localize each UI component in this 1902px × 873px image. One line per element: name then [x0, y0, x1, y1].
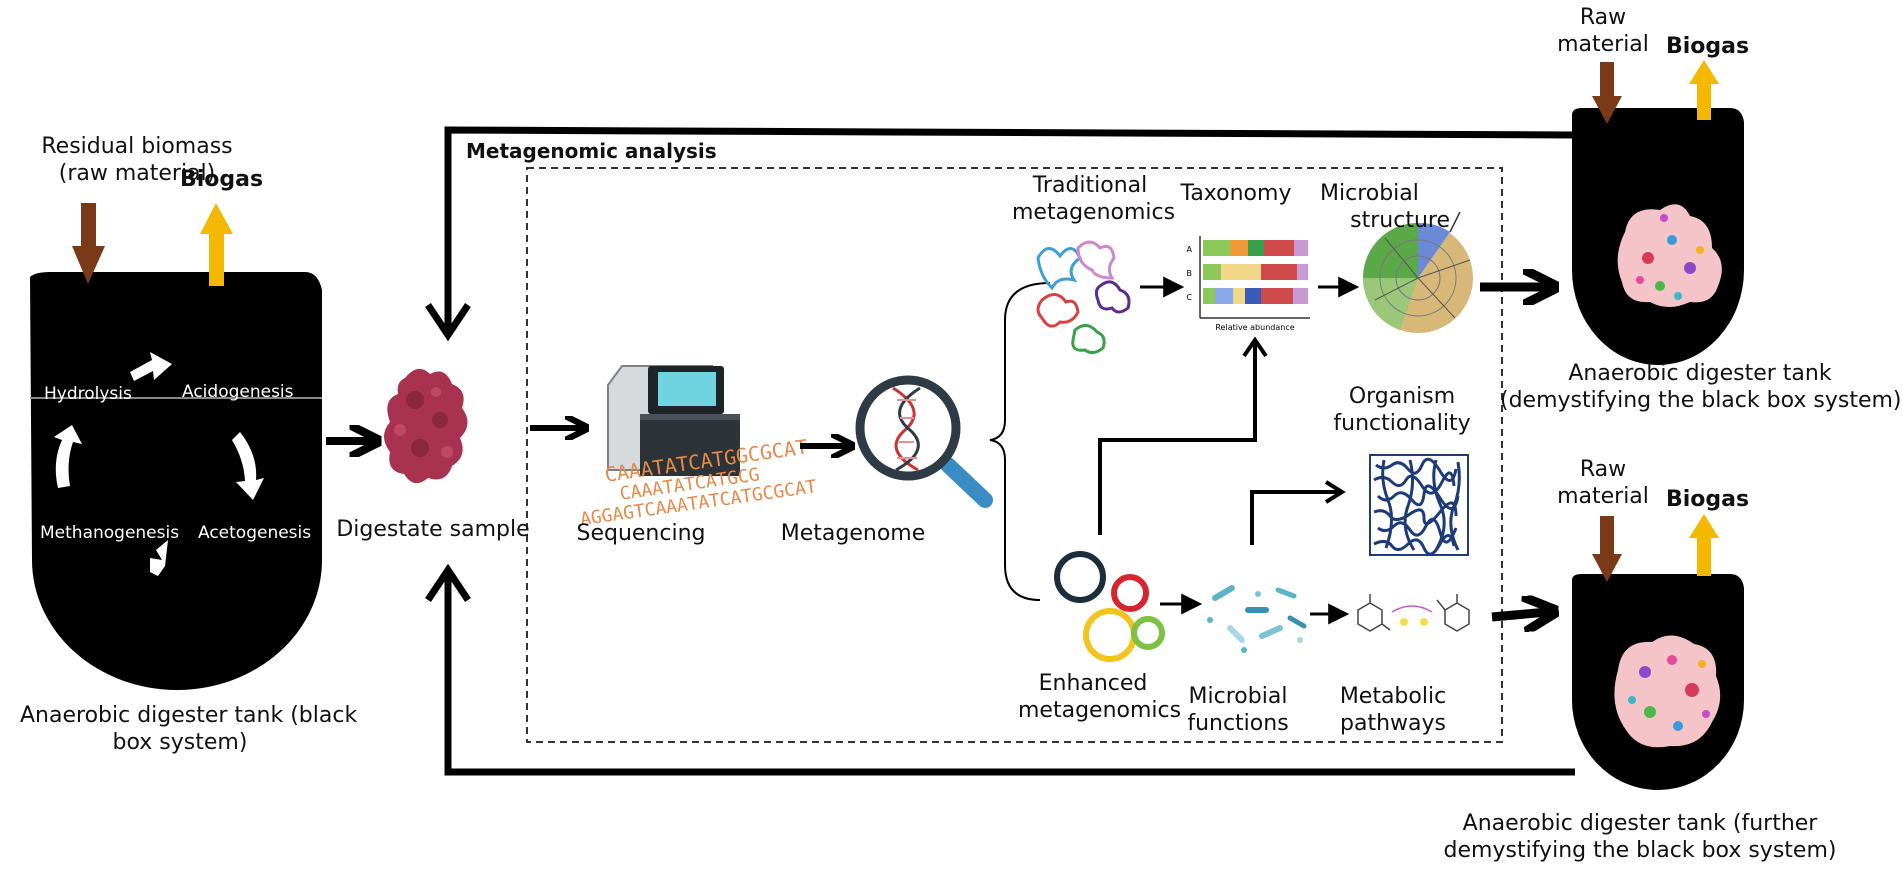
microbial-structure-line1: Microbial: [1320, 181, 1419, 206]
magnifier-dna-icon: [855, 375, 993, 508]
biogas-label-left: Biogas: [180, 167, 264, 192]
cycle-arrow-2: [232, 432, 264, 500]
metagenomic-analysis-title: Metagenomic analysis: [466, 139, 717, 163]
traditional-metagenomics-icon: [1036, 240, 1131, 355]
microbial-structure-wheel: [1363, 211, 1473, 333]
digestate-sample-label: Digestate sample: [336, 517, 530, 542]
taxonomy-row-a: A: [1187, 245, 1193, 254]
biogas-label-bottom: Biogas: [1666, 487, 1750, 512]
traditional-line1: Traditional: [1032, 173, 1148, 198]
enhanced-metagenomics-icon: [1054, 551, 1165, 662]
taxonomy-row-c: C: [1186, 293, 1192, 302]
taxonomy-bar-b: [1203, 264, 1308, 280]
left-digester-tank: [30, 272, 322, 690]
raw-material-top-line2: material: [1557, 32, 1649, 57]
taxonomy-row-b: B: [1187, 269, 1193, 278]
traditional-metagenomics-label: Traditional metagenomics: [1012, 172, 1176, 226]
biogas-arrow-bottom: [1697, 536, 1711, 576]
stage-acidogenesis: Acidogenesis: [182, 382, 294, 402]
microbial-functions-line2: functions: [1187, 711, 1289, 736]
cycle-arrow-4: [54, 425, 82, 488]
top-tank-caption: Anaerobic digester tank (demystifying th…: [1500, 360, 1902, 414]
organism-functionality-network: [1369, 454, 1469, 556]
left-tank-caption-line2: box system): [112, 730, 248, 755]
enhanced-metagenomics-label: Enhanced metagenomics: [1018, 670, 1182, 724]
stage-methanogenesis: Methanogenesis: [40, 523, 180, 543]
residual-biomass-arrow: [81, 203, 96, 248]
organism-functionality-label: Organism functionality: [1322, 383, 1482, 437]
metabolic-line2: pathways: [1340, 711, 1446, 736]
taxonomy-bar-a: [1203, 240, 1308, 256]
left-tank-caption: Anaerobic digester tank (black box syste…: [20, 702, 358, 756]
bottom-tank-caption-line1: Anaerobic digester tank (further: [1462, 811, 1818, 836]
raw-material-arrow-top: [1600, 62, 1614, 98]
traditional-line2: metagenomics: [1012, 200, 1176, 225]
enhanced-line1: Enhanced: [1038, 671, 1148, 696]
cycle-arrow-3: [150, 540, 168, 576]
biogas-label-top: Biogas: [1666, 34, 1750, 59]
raw-material-label-bottom: Raw material: [1548, 456, 1658, 510]
organism-line2: functionality: [1333, 411, 1471, 436]
microbial-functions-label: Microbial functions: [1176, 683, 1300, 737]
metabolic-line1: Metabolic: [1339, 684, 1447, 709]
taxonomy-chart: A B C Relative abundance: [1186, 236, 1310, 332]
metabolic-pathways-label: Metabolic pathways: [1330, 683, 1456, 737]
raw-material-bottom-line1: Raw: [1579, 457, 1627, 482]
cycle-arrow-1: [130, 352, 172, 381]
taxonomy-axis-label: Relative abundance: [1215, 323, 1294, 332]
sequencer-machine: [607, 365, 740, 476]
taxonomy-bar-c: [1203, 288, 1308, 304]
feedback-loop-bottom: [444, 575, 1575, 776]
sequencing-label: Sequencing: [576, 521, 706, 546]
metagenomic-analysis-box: [526, 167, 1503, 743]
raw-material-top-line1: Raw: [1579, 5, 1627, 30]
bottom-tank-microbial-community: [1614, 635, 1721, 748]
left-tank-caption-line1: Anaerobic digester tank (black: [20, 703, 358, 728]
top-tank-caption-line1: Anaerobic digester tank: [1568, 361, 1832, 386]
top-tank-caption-line2: (demystifying the black box system): [1500, 388, 1902, 413]
branch-brace: [989, 282, 1051, 601]
residual-biomass-line1: Residual biomass: [41, 134, 233, 159]
metabolic-pathways-icon: [1357, 594, 1470, 632]
microbial-structure-line2: structure: [1350, 208, 1450, 233]
raw-material-bottom-line2: material: [1557, 484, 1649, 509]
bottom-tank-caption: Anaerobic digester tank (further demysti…: [1440, 810, 1840, 864]
raw-material-label-top: Raw material: [1548, 4, 1658, 58]
raw-material-arrow-bottom: [1600, 516, 1614, 556]
feedback-loop-top: [444, 126, 1576, 330]
microbial-structure-label: Microbial structure: [1320, 180, 1450, 234]
bottom-tank-caption-line2: demystifying the black box system): [1443, 838, 1837, 863]
biogas-arrow-top: [1697, 82, 1711, 120]
enhanced-line2: metagenomics: [1018, 698, 1182, 723]
metagenome-label: Metagenome: [780, 521, 926, 546]
connector-to-organism-functionality: [1250, 490, 1338, 545]
residual-biomass-label: Residual biomass (raw material): [12, 133, 262, 187]
stage-hydrolysis: Hydrolysis: [44, 384, 132, 404]
connector-enhanced-to-taxonomy: [1098, 342, 1257, 535]
microbial-functions-icon: [1207, 585, 1307, 653]
arrow-to-bottom-tank: [1491, 612, 1548, 617]
biogas-arrow-left: [209, 232, 224, 286]
stage-acetogenesis: Acetogenesis: [198, 523, 312, 543]
taxonomy-label: Taxonomy: [1180, 181, 1292, 206]
organism-line1: Organism: [1348, 384, 1456, 409]
residual-biomass-line2: (raw material): [58, 161, 216, 186]
microbial-functions-line1: Microbial: [1188, 684, 1288, 709]
